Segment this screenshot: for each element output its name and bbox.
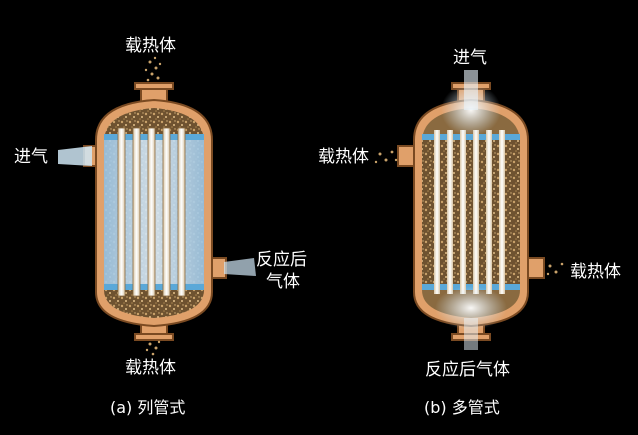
reactor-b bbox=[374, 70, 564, 350]
reactor-b-caption: (b) 多管式 bbox=[424, 398, 500, 417]
reactor-b-top-tube-sheet bbox=[422, 134, 520, 140]
reactor-a-bottom-carrier-flow bbox=[145, 340, 161, 356]
reactor-a-top-carrier-flow bbox=[144, 56, 162, 82]
reactor-a-outlet-gas bbox=[224, 258, 256, 276]
reactor-b-left-carrier-flow bbox=[374, 150, 398, 164]
reactor-b-top-label: 进气 bbox=[453, 48, 487, 68]
reactor-b-left-label: 载热体 bbox=[318, 147, 369, 167]
reactor-a-tubes bbox=[117, 127, 186, 297]
reactor-a-bottom-label: 载热体 bbox=[125, 358, 176, 378]
reactor-b-inlet-gas bbox=[464, 70, 478, 110]
reactor-b-bottom-label: 反应后气体 bbox=[425, 360, 510, 380]
reactor-a-top-label: 载热体 bbox=[125, 36, 176, 56]
reactor-a-inlet-label: 进气 bbox=[14, 147, 48, 167]
reactor-a-outlet-label-line2: 气体 bbox=[266, 272, 300, 292]
reactor-b-right-label: 载热体 bbox=[570, 262, 621, 282]
reactor-b-right-carrier-flow bbox=[546, 262, 564, 276]
reactor-b-outlet-gas bbox=[464, 318, 478, 350]
reactor-a-caption: (a) 列管式 bbox=[110, 398, 186, 417]
reactor-a bbox=[58, 56, 256, 356]
reactor-a-bottom-flange bbox=[134, 333, 174, 341]
reactor-b-tubes bbox=[434, 130, 505, 294]
reactor-a-inlet-gas bbox=[58, 146, 92, 166]
reactor-b-bottom-gas-spray bbox=[435, 286, 507, 330]
reactor-a-outlet-label-line1: 反应后 bbox=[256, 250, 307, 270]
reactor-a-top-flange bbox=[134, 82, 174, 90]
